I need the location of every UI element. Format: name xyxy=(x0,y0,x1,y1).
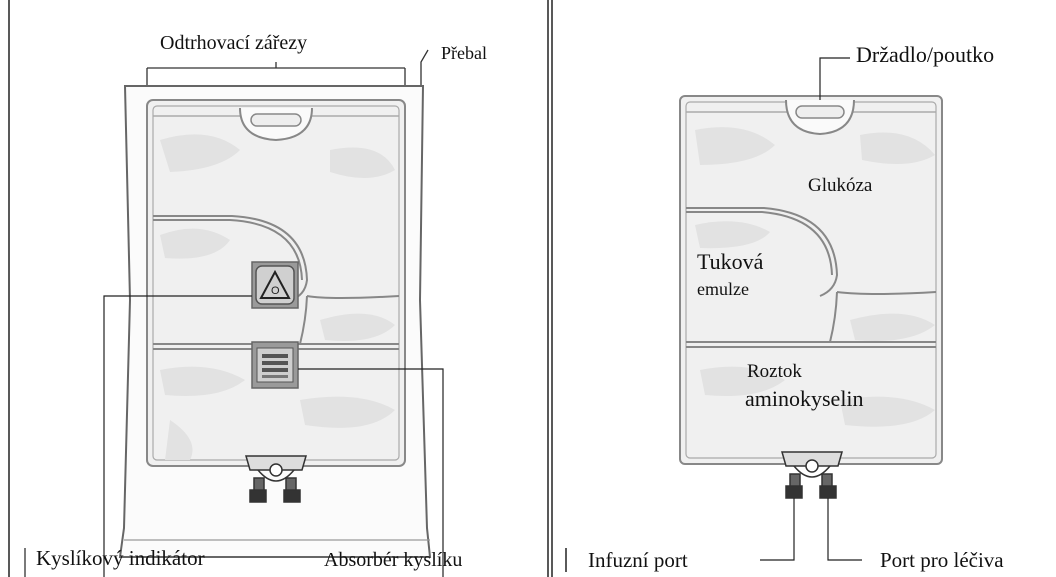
right-chamber-seals xyxy=(686,207,937,348)
oxygen-indicator xyxy=(251,261,299,309)
right-bag-fold-shading xyxy=(695,127,935,427)
lipid-label-line1: Tuková xyxy=(697,249,764,274)
drug-port-leader-line xyxy=(827,498,862,561)
glucose-label: Glukóza xyxy=(808,175,873,196)
left-ports xyxy=(245,455,307,503)
bag-fold-shading xyxy=(160,134,395,460)
overwrap-label: Přebal xyxy=(441,43,487,63)
overwrap-leader-line xyxy=(420,49,429,90)
right-handle-slot xyxy=(795,105,845,119)
handle-label: Držadlo/poutko xyxy=(856,42,995,67)
amino-label-line1: Roztok xyxy=(747,361,802,382)
oxygen-absorber-leader-line xyxy=(298,368,444,577)
drug-port-label: Port pro léčiva xyxy=(880,548,1004,572)
infusion-port-leader-line xyxy=(760,498,795,561)
oxygen-absorber xyxy=(251,341,299,389)
oxygen-warning-triangle-icon xyxy=(259,269,291,299)
infusion-port-label: Infuzní port xyxy=(588,548,688,572)
amino-label-line2: aminokyselin xyxy=(745,386,864,411)
lipid-label-line2: emulze xyxy=(697,279,749,299)
right-ports xyxy=(781,451,843,499)
tear-notches-label: Odtrhovací zářezy xyxy=(160,32,308,54)
handle-leader-line xyxy=(819,57,850,100)
oxygen-indicator-label: Kyslíkový indikátor xyxy=(36,546,205,570)
oxygen-indicator-leader-line xyxy=(103,295,252,577)
left-handle-slot xyxy=(250,113,302,127)
left-panel-overwrapped-bag: O Odtrhovací zářezy Přebal Kyslíkový ind… xyxy=(8,0,549,577)
right-diagram-drawing xyxy=(551,0,943,577)
right-panel-inner-bag: Držadlo/poutko Glukóza Tuková emulze Roz… xyxy=(550,0,1056,577)
left-diagram-drawing: O xyxy=(8,0,549,577)
oxygen-absorber-label: Absorbér kyslíku xyxy=(324,549,463,571)
oxygen-symbol-text: O xyxy=(271,285,280,297)
